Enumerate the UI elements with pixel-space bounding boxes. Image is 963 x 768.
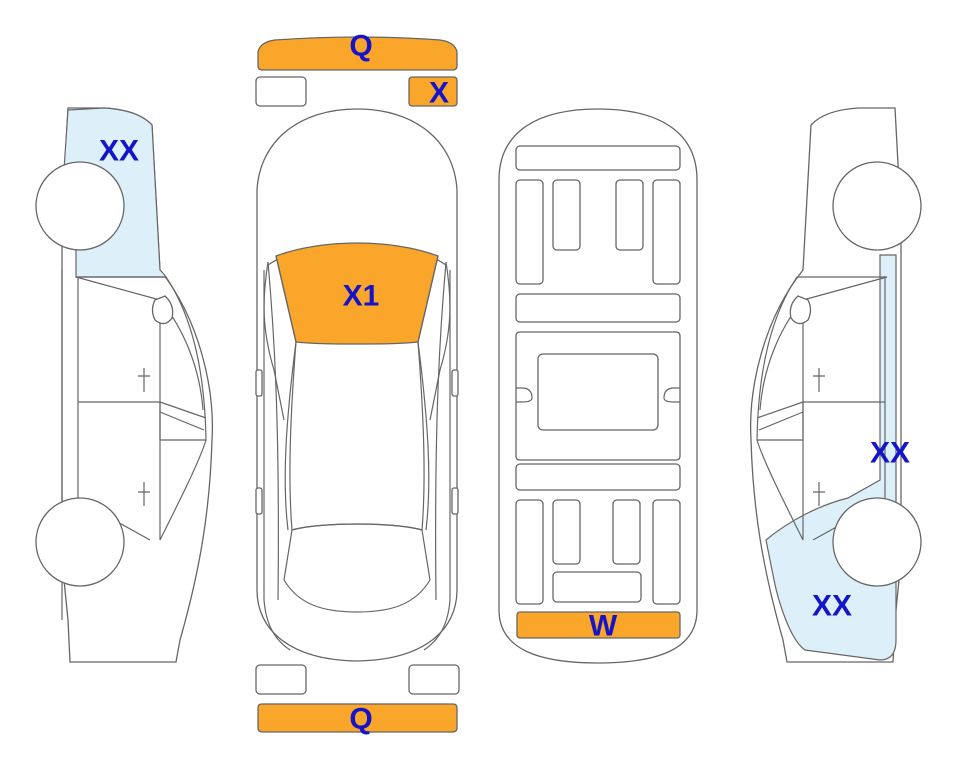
underbody-front-panel[interactable]: [515, 145, 681, 171]
underbody-front-left-inner[interactable]: [552, 179, 581, 251]
left-side-front-wheel[interactable]: [35, 161, 125, 251]
right-side-line: [423, 270, 451, 651]
front-bumper[interactable]: [257, 36, 458, 71]
marker-left-headlight: X: [429, 77, 449, 110]
left-side-rear-line: [159, 401, 207, 431]
right-side-rear-wheel[interactable]: [832, 497, 922, 587]
top-view-car: [255, 36, 460, 733]
underbody-crossmember-1[interactable]: [515, 293, 681, 323]
right-side-view: [749, 107, 922, 663]
right-side-rear-door[interactable]: [756, 401, 885, 541]
top-body[interactable]: [256, 108, 458, 662]
right-mirror[interactable]: [451, 369, 459, 397]
rear-window[interactable]: [283, 523, 431, 613]
underbody-rear-left-inner[interactable]: [552, 499, 581, 565]
right-handle: [451, 487, 459, 515]
underbody-view: [498, 108, 698, 664]
front-light-right[interactable]: [408, 76, 458, 107]
underbody-rear-right-inner[interactable]: [612, 499, 641, 565]
left-side-rear-door[interactable]: [78, 401, 207, 541]
underbody-rear-left-bay[interactable]: [515, 499, 544, 605]
left-fender-line: [267, 261, 279, 601]
left-side-view: [35, 107, 214, 663]
left-side-rear-wheel[interactable]: [35, 497, 125, 587]
marker-underbody-rear: W: [589, 610, 618, 643]
marker-right-side-rear: XX: [870, 437, 910, 470]
underbody-rear-right-bay[interactable]: [652, 499, 681, 605]
right-side-handle-front: [813, 368, 825, 392]
windshield[interactable]: [275, 242, 439, 345]
left-side-front-door[interactable]: [75, 276, 207, 441]
underbody-center-tunnel[interactable]: [537, 353, 659, 431]
front-light-left[interactable]: [255, 76, 307, 107]
underbody-rear-cross[interactable]: [552, 571, 642, 603]
underbody-front-right-bay[interactable]: [652, 179, 681, 285]
underbody-front-right-inner[interactable]: [615, 179, 644, 251]
right-side-rear-line: [756, 401, 804, 431]
marker-rear-bumper: Q: [349, 703, 372, 736]
rear-light-left[interactable]: [255, 664, 307, 695]
underbody-crossmember-2[interactable]: [515, 463, 681, 491]
right-fender-line: [435, 261, 447, 601]
left-mirror[interactable]: [255, 369, 263, 397]
right-side-handle-rear: [813, 482, 825, 506]
right-side-glass: [417, 255, 439, 531]
marker-right-side-rear-lower: XX: [812, 590, 852, 623]
right-side-front-wheel[interactable]: [832, 161, 922, 251]
damage-markers: Q X X1 Q W XX XX XX: [99, 30, 910, 736]
left-handle: [255, 487, 263, 515]
marker-windshield: X1: [343, 280, 380, 313]
left-side-line: [263, 270, 291, 651]
underbody-middle-frame-notch: [516, 387, 680, 403]
marker-front-bumper: Q: [349, 30, 372, 63]
right-side-mirror[interactable]: [789, 295, 812, 325]
left-side-glass: [275, 255, 297, 531]
marker-left-side-front: XX: [99, 135, 139, 168]
underbody-front-left-bay[interactable]: [515, 179, 544, 285]
left-side-mirror[interactable]: [151, 295, 174, 325]
right-side-front-door[interactable]: [756, 276, 888, 441]
left-side-handle-rear: [138, 482, 150, 506]
underbody-rear-panel[interactable]: [516, 611, 681, 639]
rear-light-right[interactable]: [408, 664, 460, 695]
left-side-handle-front: [138, 368, 150, 392]
rear-bumper[interactable]: [257, 703, 458, 733]
